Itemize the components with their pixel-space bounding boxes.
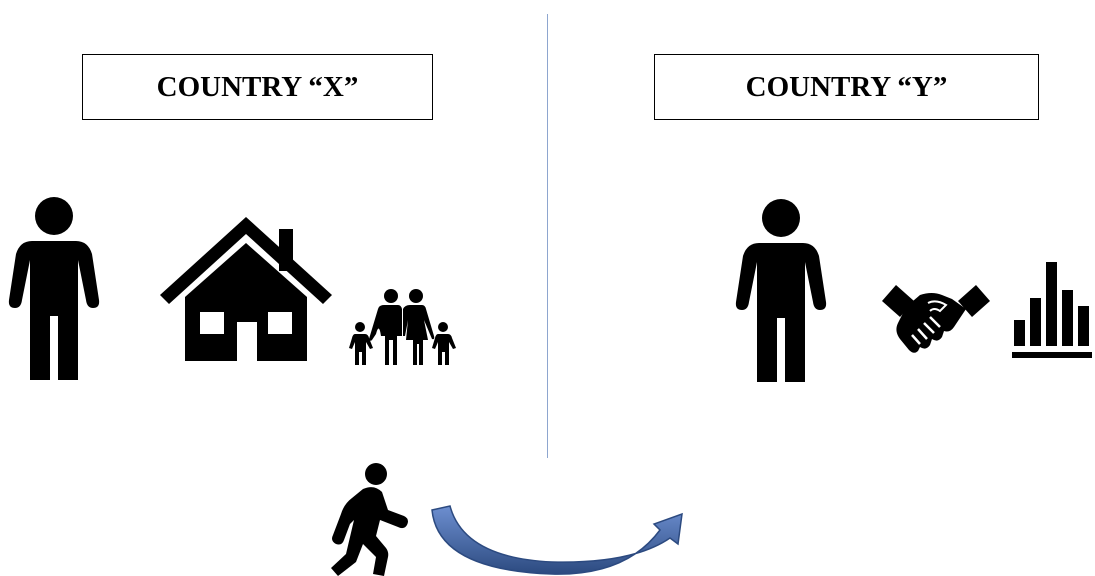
country-y-label: COUNTRY “Y”	[745, 70, 948, 103]
country-x-label-box: COUNTRY “X”	[82, 54, 433, 120]
divider-line	[547, 14, 548, 458]
curved-arrow-icon[interactable]	[428, 500, 688, 576]
country-x-label: COUNTRY “X”	[156, 70, 359, 103]
person-icon	[735, 199, 827, 382]
country-y-label-box: COUNTRY “Y”	[654, 54, 1039, 120]
handshake-icon	[882, 285, 990, 353]
house-icon	[160, 217, 332, 361]
bar-chart-icon	[1012, 262, 1092, 358]
walking-person-icon	[331, 463, 408, 576]
person-icon	[8, 197, 100, 380]
family-icon	[349, 289, 456, 365]
